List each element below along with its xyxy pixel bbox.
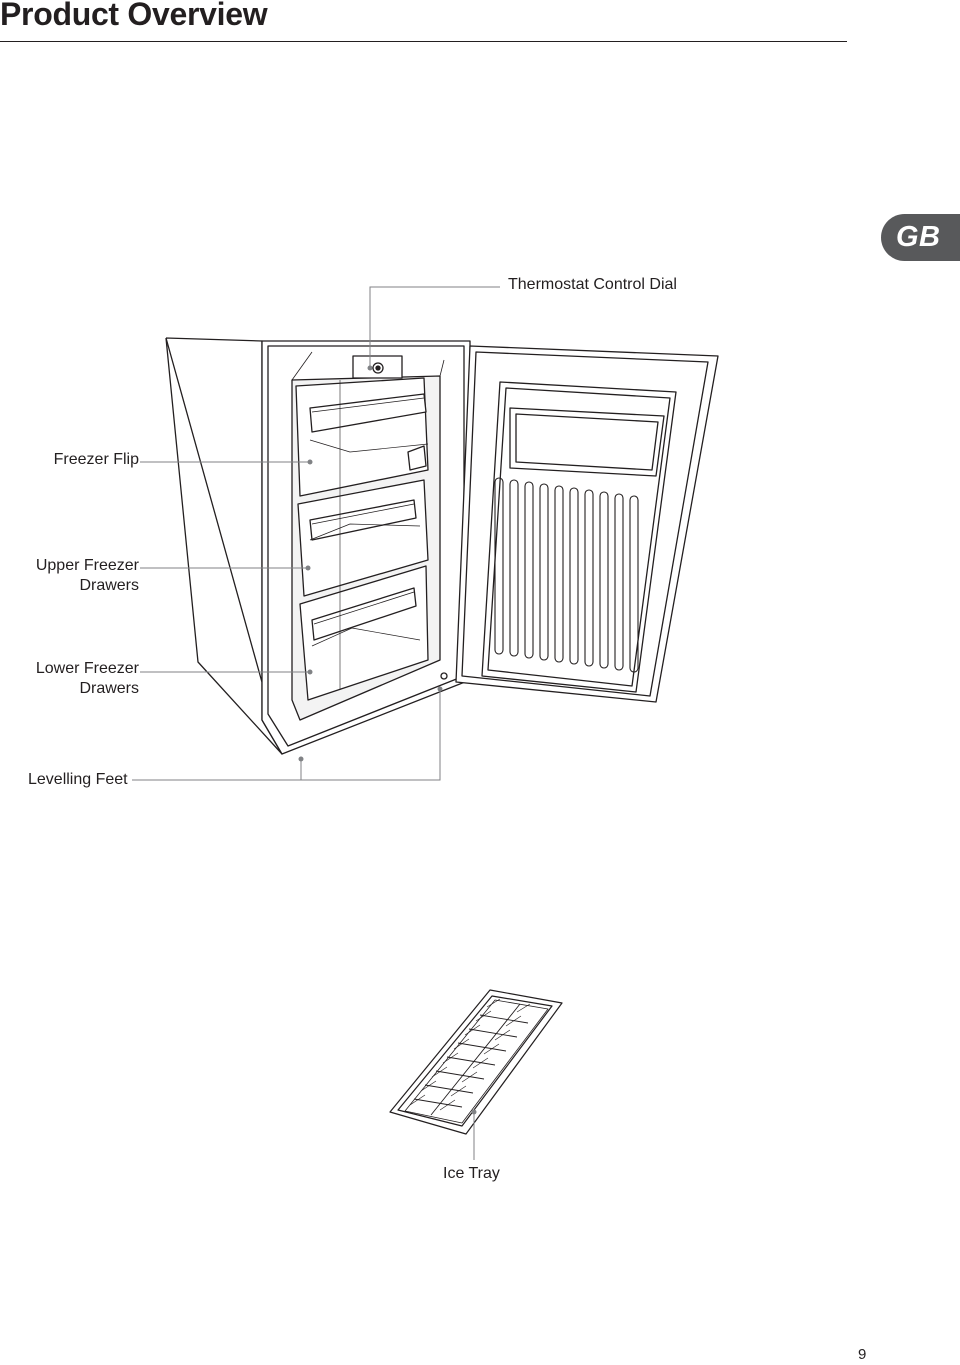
label-lower-freezer-drawers: Lower Freezer Drawers xyxy=(0,659,139,699)
label-lower-freezer-drawers-line1: Lower Freezer xyxy=(35,660,139,677)
page-number: 9 xyxy=(858,1346,867,1363)
label-upper-freezer-drawers-line1: Upper Freezer xyxy=(35,557,139,574)
label-freezer-flip: Freezer Flip xyxy=(53,451,139,468)
callout-lines xyxy=(132,286,500,1160)
callout-thermostat xyxy=(369,286,500,368)
label-levelling-feet: Levelling Feet xyxy=(28,771,128,788)
callout-levelling-feet xyxy=(132,689,441,781)
language-badge: GB xyxy=(881,214,960,261)
label-upper-freezer-drawers: Upper Freezer Drawers xyxy=(0,556,139,596)
label-lower-freezer-drawers-line2: Drawers xyxy=(79,680,139,697)
label-ice-tray: Ice Tray xyxy=(443,1165,500,1182)
ice-tray-illustration xyxy=(389,989,563,1135)
title-divider xyxy=(0,41,847,42)
label-thermostat-control-dial: Thermostat Control Dial xyxy=(508,276,677,293)
label-upper-freezer-drawers-line2: Drawers xyxy=(79,577,139,594)
freezer-illustration xyxy=(165,337,719,755)
page-title: Product Overview xyxy=(0,0,268,32)
